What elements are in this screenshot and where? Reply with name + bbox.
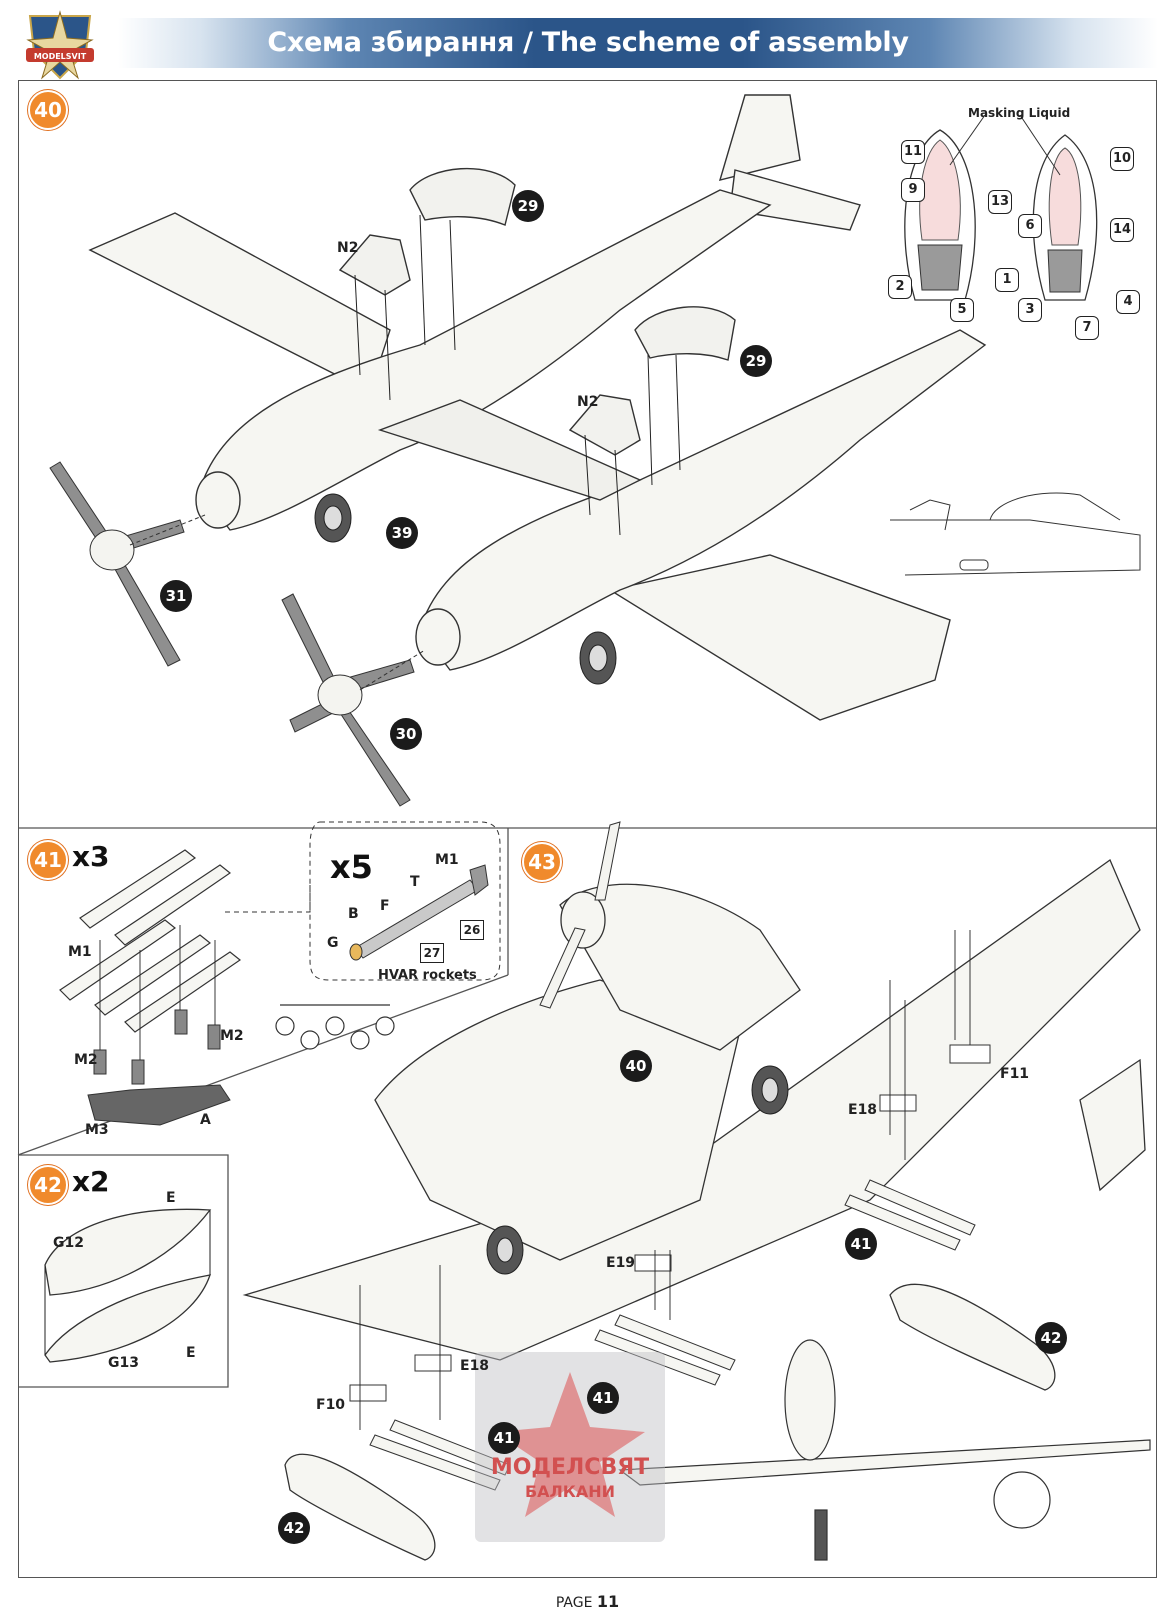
rocket-set	[59, 849, 242, 1033]
ref-27: 27	[420, 943, 444, 963]
mask-label-14: 14	[1110, 218, 1134, 242]
rocket-rails	[87, 1009, 231, 1126]
part-label-n2-lower: N2	[577, 394, 599, 410]
part-circle-41-b: 41	[587, 1382, 619, 1414]
mask-label-11: 11	[901, 140, 925, 164]
modelsvit-logo: MODELSVIT	[26, 10, 94, 80]
page-title: Схема збирання / The scheme of assembly	[267, 27, 909, 58]
part-circle-42-b: 42	[278, 1512, 310, 1544]
step-42-multiplier: x2	[72, 1165, 110, 1198]
canopy-masking-detail	[904, 114, 1098, 301]
paint-label-t: T	[410, 874, 420, 890]
canopy-29-lower	[634, 306, 736, 361]
hvar-rocket	[349, 864, 489, 961]
masking-liquid-label: Masking Liquid	[968, 106, 1071, 120]
windscreen-n2-upper	[338, 234, 411, 296]
mask-label-1: 1	[995, 268, 1019, 292]
mask-label-5: 5	[950, 298, 974, 322]
part-label-e19: E19	[606, 1255, 636, 1271]
part-label-n2-upper: N2	[337, 240, 359, 256]
part-circle-40: 40	[620, 1050, 652, 1082]
part-label-m3: M3	[85, 1122, 109, 1138]
step-badge-43: 43	[522, 842, 562, 882]
paint-label-a: A	[200, 1112, 211, 1128]
drop-tank-halves	[44, 1208, 212, 1363]
launcher-sprue	[275, 1004, 395, 1050]
mask-label-9: 9	[901, 178, 925, 202]
mask-label-13: 13	[988, 190, 1012, 214]
paint-label-e-top: E	[166, 1190, 176, 1206]
part-circle-42-a: 42	[1035, 1322, 1067, 1354]
underside-wheels	[486, 1065, 789, 1275]
paint-label-f: F	[380, 898, 390, 914]
underside-rocket-groups	[369, 1179, 976, 1491]
page-label: PAGE	[555, 1595, 593, 1611]
mask-label-4: 4	[1116, 290, 1140, 314]
mask-label-6: 6	[1018, 214, 1042, 238]
step-badge-41: 41	[28, 840, 68, 880]
windscreen-n2-lower	[568, 394, 641, 456]
part-label-g12: G12	[53, 1235, 84, 1251]
step-badge-40: 40	[28, 90, 68, 130]
part-circle-30: 30	[390, 718, 422, 750]
underside-props	[539, 821, 621, 1009]
part-label-m1: M1	[68, 944, 92, 960]
mask-label-7: 7	[1075, 316, 1099, 340]
mask-label-2: 2	[888, 275, 912, 299]
side-profile-detail	[890, 492, 1141, 576]
underside-tanks	[284, 1283, 1056, 1561]
part-label-m2-left: M2	[74, 1052, 98, 1068]
step-41-multiplier: x3	[72, 840, 110, 873]
step-badge-42: 42	[28, 1165, 68, 1205]
rocket-multiplier: x5	[330, 848, 373, 886]
ref-26: 26	[460, 920, 484, 940]
part-circle-31: 31	[160, 580, 192, 612]
part-label-f11: F11	[1000, 1066, 1030, 1082]
watermark-emblem	[495, 1372, 645, 1517]
part-label-m2-right: M2	[220, 1028, 244, 1044]
rocket-detail-bubble	[309, 821, 501, 981]
mask-label-10: 10	[1110, 147, 1134, 171]
part-label-e18-top: E18	[848, 1102, 878, 1118]
watermark-line2: БАЛКАНИ	[524, 1482, 616, 1501]
paint-label-e-bottom: E	[186, 1345, 196, 1361]
mask-label-3: 3	[1018, 298, 1042, 322]
landing-wheels	[314, 493, 617, 685]
logo-text: MODELSVIT	[34, 52, 87, 61]
paint-label-b: B	[348, 906, 359, 922]
underside-brackets	[349, 1044, 991, 1402]
aircraft-lower	[377, 329, 987, 721]
propeller-30	[281, 593, 415, 807]
part-circle-41-c: 41	[488, 1422, 520, 1454]
instruction-frame	[18, 80, 1157, 1578]
canopy-29-upper	[409, 167, 516, 226]
part-circle-39: 39	[386, 517, 418, 549]
hvar-caption: HVAR rockets	[378, 968, 477, 983]
part-circle-29-lower: 29	[740, 345, 772, 377]
part-label-g13: G13	[108, 1355, 139, 1371]
aircraft-underside	[242, 859, 1146, 1361]
part-label-f10: F10	[316, 1397, 346, 1413]
part-label-m1-detail: M1	[435, 852, 459, 868]
front-view	[618, 1339, 1151, 1561]
propeller-31	[49, 461, 185, 667]
part-circle-41-a: 41	[845, 1228, 877, 1260]
page-number-value: 11	[596, 1592, 620, 1611]
part-circle-29-upper: 29	[512, 190, 544, 222]
paint-label-g: G	[327, 935, 339, 951]
page-number: PAGE 11	[0, 1592, 1175, 1611]
header-bar	[118, 18, 1158, 68]
part-label-e18-bottom: E18	[460, 1358, 490, 1374]
watermark-line1: МОДЕЛСВЯТ	[490, 1455, 650, 1480]
aircraft-upper	[88, 94, 861, 531]
